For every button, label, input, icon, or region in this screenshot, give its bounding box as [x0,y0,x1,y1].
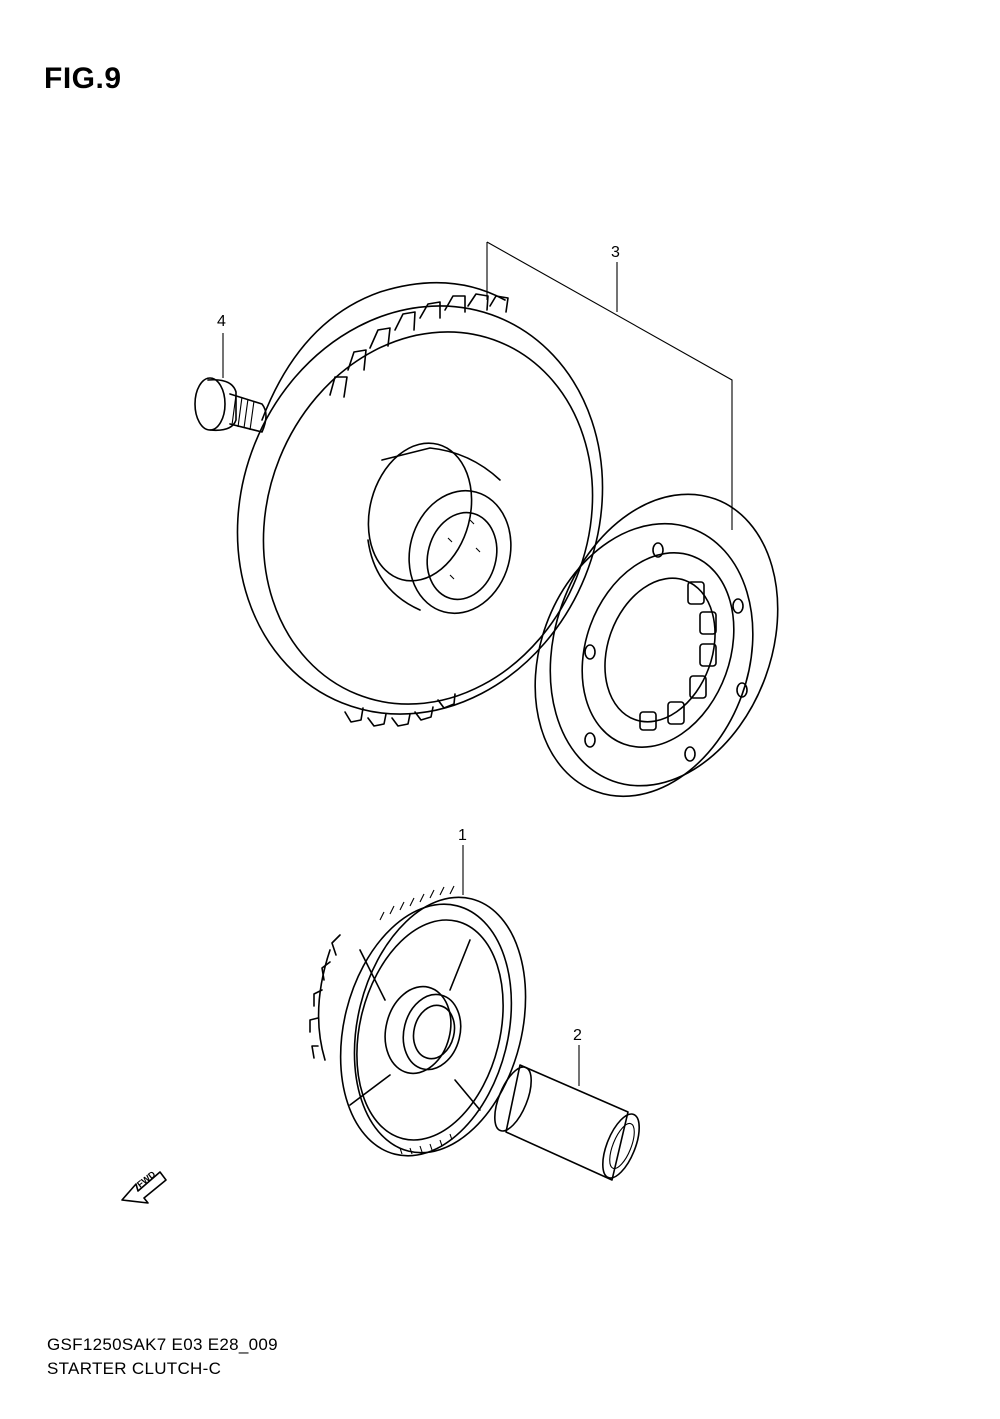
model-code: GSF1250SAK7 E03 E28_009 [47,1335,278,1354]
gear-teeth-bottom [344,693,456,727]
clutch-bolt-holes [584,542,748,762]
forward-direction-arrow: FWD [121,1169,167,1204]
bolt-part [194,377,267,433]
callout-1-label: 1 [458,827,467,844]
callout-3-leader [486,241,733,530]
figure-title: FIG.9 [44,62,122,95]
starter-driven-gear [236,281,604,727]
callout-4-label: 4 [217,313,226,330]
idle-gear-fine-teeth [379,885,455,1155]
idle-gear-shaft [494,1064,640,1181]
fwd-label: FWD [135,1169,158,1190]
callout-3-label: 3 [611,244,620,261]
diagram-name: STARTER CLUTCH-C [47,1359,222,1378]
gear-teeth-top [329,293,509,398]
clutch-rollers [639,581,717,731]
diagram-footer: GSF1250SAK7 E03 E28_009 STARTER CLUTCH-C [47,1333,278,1381]
starter-idle-gear [309,885,527,1157]
callout-2-label: 2 [573,1027,582,1044]
idle-small-gear-teeth [309,934,341,1059]
one-way-clutch [534,493,779,798]
